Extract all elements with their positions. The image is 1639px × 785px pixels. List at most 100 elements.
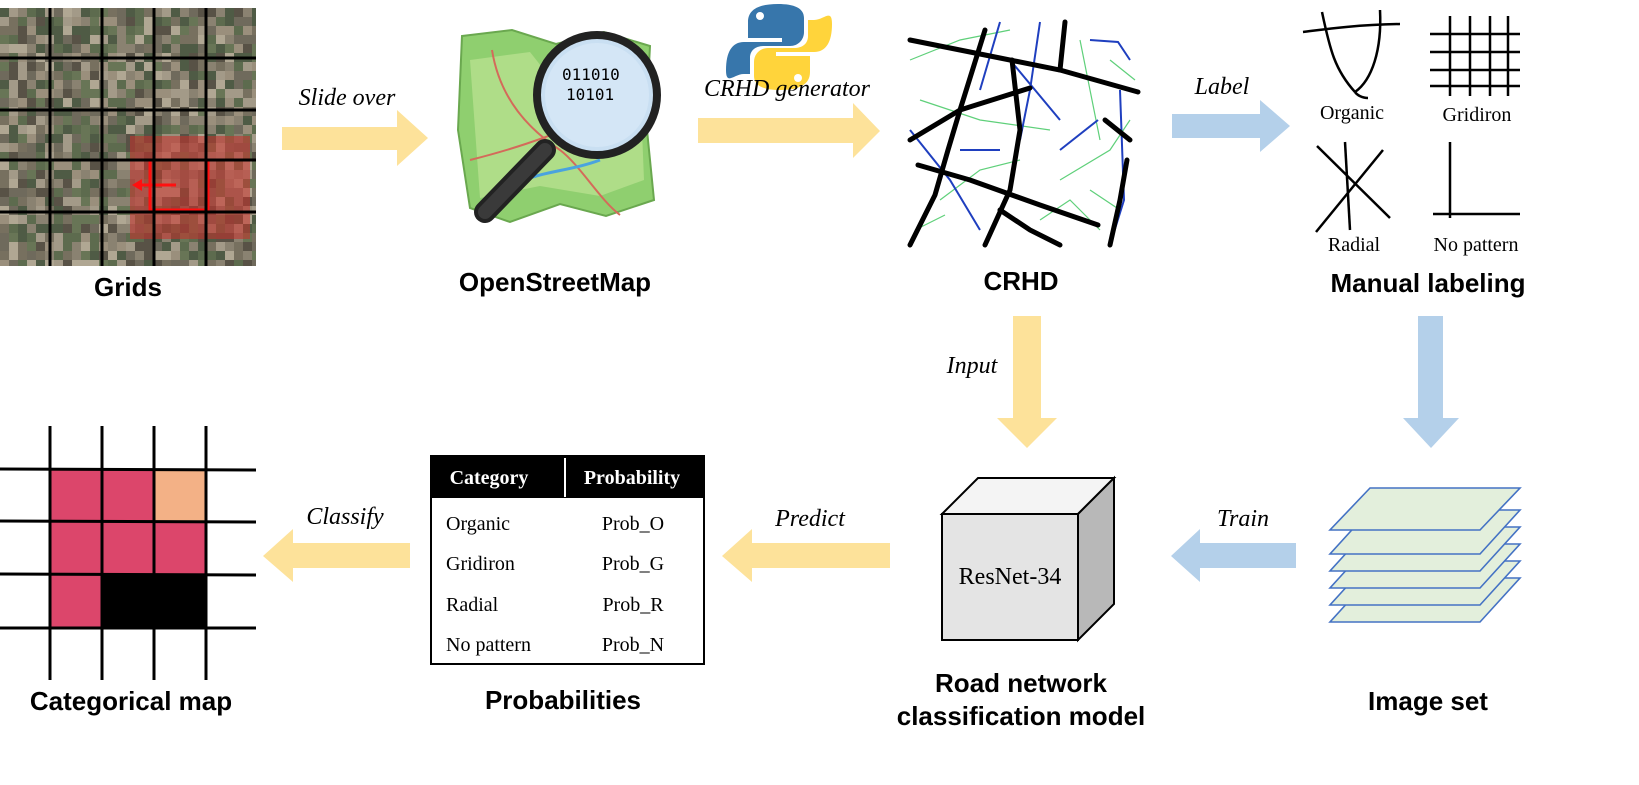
satellite-tile <box>72 134 81 143</box>
satellite-tile <box>72 89 81 98</box>
satellite-tile <box>153 62 162 71</box>
satellite-tile <box>72 152 81 161</box>
satellite-tile <box>144 251 153 260</box>
satellite-tile <box>72 26 81 35</box>
satellite-tile <box>63 242 72 251</box>
satellite-tile <box>198 71 207 80</box>
satellite-tile <box>27 242 36 251</box>
satellite-tile <box>36 251 45 260</box>
satellite-tile <box>144 80 153 89</box>
satellite-tile <box>225 251 234 260</box>
satellite-tile <box>117 26 126 35</box>
satellite-tile <box>90 179 99 188</box>
satellite-tile <box>162 62 171 71</box>
satellite-tile <box>144 17 153 26</box>
satellite-tile <box>36 35 45 44</box>
satellite-tile <box>207 71 216 80</box>
satellite-tile <box>252 188 256 197</box>
satellite-tile <box>117 152 126 161</box>
model-caption-line1: Road network <box>935 668 1107 698</box>
satellite-tile <box>18 125 27 134</box>
satellite-tile <box>36 143 45 152</box>
satellite-tile <box>36 125 45 134</box>
satellite-tile <box>9 89 18 98</box>
grids-caption: Grids <box>94 272 162 302</box>
satellite-tile <box>27 215 36 224</box>
map-cell-organic <box>50 469 102 521</box>
satellite-tile <box>171 242 180 251</box>
satellite-tile <box>0 17 9 26</box>
satellite-tile <box>90 161 99 170</box>
satellite-tile <box>225 80 234 89</box>
satellite-tile <box>81 197 90 206</box>
satellite-tile <box>81 179 90 188</box>
satellite-tile <box>243 17 252 26</box>
satellite-tile <box>180 116 189 125</box>
satellite-tile <box>180 35 189 44</box>
satellite-tile <box>27 152 36 161</box>
satellite-tile <box>63 188 72 197</box>
satellite-tile <box>0 89 9 98</box>
satellite-tile <box>72 161 81 170</box>
satellite-tile <box>189 35 198 44</box>
satellite-tile <box>171 89 180 98</box>
satellite-tile <box>90 44 99 53</box>
satellite-tile <box>108 116 117 125</box>
satellite-tile <box>207 89 216 98</box>
satellite-tile <box>72 98 81 107</box>
satellite-tile <box>117 80 126 89</box>
satellite-tile <box>63 251 72 260</box>
satellite-tile <box>108 134 117 143</box>
satellite-tile <box>27 260 36 266</box>
satellite-tile <box>243 251 252 260</box>
satellite-tile <box>171 62 180 71</box>
satellite-tile <box>108 260 117 266</box>
label-arrow <box>1172 100 1290 152</box>
satellite-tile <box>117 179 126 188</box>
satellite-tile <box>72 188 81 197</box>
satellite-tile <box>144 35 153 44</box>
satellite-tile <box>18 80 27 89</box>
map-cell-organic <box>154 521 206 574</box>
satellite-tile <box>162 251 171 260</box>
satellite-tile <box>180 98 189 107</box>
satellite-tile <box>126 89 135 98</box>
satellite-tile <box>153 125 162 134</box>
satellite-tile <box>234 71 243 80</box>
satellite-tile <box>36 260 45 266</box>
satellite-tile <box>18 233 27 242</box>
crhd-generator-label: CRHD generator <box>704 76 871 102</box>
satellite-tile <box>126 44 135 53</box>
satellite-tile <box>18 242 27 251</box>
satellite-tile <box>252 89 256 98</box>
satellite-tile <box>108 161 117 170</box>
satellite-tile <box>108 80 117 89</box>
satellite-tile <box>126 242 135 251</box>
satellite-tile <box>189 89 198 98</box>
table-cell-probability: Prob_R <box>602 594 664 616</box>
satellite-tile <box>36 179 45 188</box>
satellite-tile <box>90 89 99 98</box>
satellite-tile <box>153 35 162 44</box>
satellite-tile <box>18 26 27 35</box>
satellite-tile <box>18 143 27 152</box>
satellite-tile <box>27 35 36 44</box>
satellite-tile <box>9 116 18 125</box>
satellite-tile <box>234 251 243 260</box>
satellite-tile <box>144 89 153 98</box>
satellite-tile <box>81 80 90 89</box>
satellite-tile <box>36 224 45 233</box>
satellite-tile <box>108 170 117 179</box>
satellite-tile <box>234 17 243 26</box>
svg-text:011010: 011010 <box>562 65 620 84</box>
satellite-tile <box>54 260 63 266</box>
crhd-caption: CRHD <box>983 266 1058 296</box>
label-arrow-label: Label <box>1194 74 1250 100</box>
table-cell-category: Radial <box>446 594 499 616</box>
satellite-tile <box>171 17 180 26</box>
satellite-tile <box>9 197 18 206</box>
satellite-tile <box>54 80 63 89</box>
satellite-tile <box>207 80 216 89</box>
satellite-tile <box>9 26 18 35</box>
satellite-tile <box>117 134 126 143</box>
